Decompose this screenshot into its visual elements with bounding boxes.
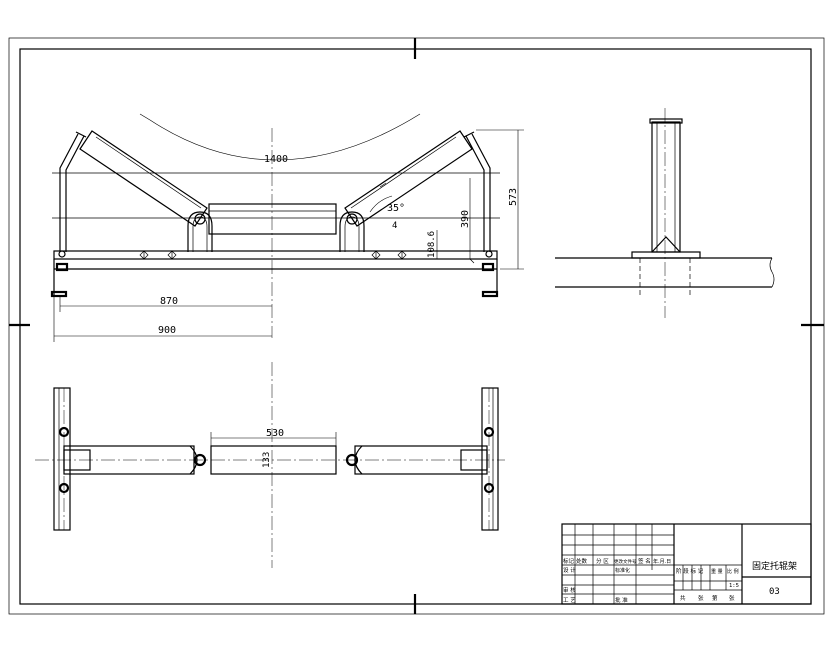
dim-870: 870 — [160, 296, 178, 307]
tb-gong: 共 — [680, 594, 686, 602]
tb-gongyi: 工 艺 — [563, 597, 576, 604]
dim-108: 108.6 — [427, 231, 437, 258]
sheet-frame — [8, 37, 825, 615]
tb-gengai: 更改文件号 — [614, 558, 637, 565]
tb-scale: 1:5 — [729, 583, 739, 589]
tb-jieduan: 阶 段 标 记 — [676, 567, 704, 575]
tb-zhang2: 张 — [729, 594, 735, 602]
dim-4: 4 — [392, 221, 397, 231]
tb-bili: 比 例 — [727, 568, 739, 575]
dim-1400: 1400 — [264, 154, 288, 165]
tb-biaoji: 标记 — [563, 557, 575, 565]
tb-zhongliang: 重 量 — [711, 568, 723, 575]
center-brackets — [187, 211, 365, 252]
tb-biaozhunhua: 标准化 — [615, 567, 630, 574]
tb-qianming: 签 名 — [638, 557, 651, 565]
dim-530: 530 — [266, 428, 284, 439]
side-view — [555, 108, 775, 318]
tb-shenhe: 审 核 — [563, 586, 576, 594]
base-bolt-symbols — [139, 250, 475, 264]
tb-zhang: 张 — [698, 594, 704, 602]
dim-35deg: 35° — [387, 203, 405, 214]
tb-nianyueri: 年.月.日 — [653, 558, 671, 565]
tb-pizhun: 批 准 — [615, 596, 628, 604]
tb-fenqu: 分 区 — [596, 557, 609, 565]
tb-chushu: 处数 — [576, 557, 588, 565]
front-view: 1400 573 390 108.6 35° 4 870 900 — [50, 113, 524, 342]
dim-390: 390 — [460, 210, 471, 228]
top-view: 530 133 — [35, 362, 505, 568]
drawing-number: 03 — [769, 587, 780, 597]
drawing-title: 固定托辊架 — [752, 560, 797, 572]
dim-573: 573 — [508, 188, 519, 206]
tb-di: 第 — [712, 594, 718, 602]
tb-sheji: 设 计 — [563, 566, 576, 574]
dim-900: 900 — [158, 325, 176, 336]
dim-133: 133 — [262, 452, 272, 468]
title-block: 标记 处数 分 区 更改文件号 签 名 年.月.日 设 计 标准化 审 核 工 … — [561, 523, 812, 605]
